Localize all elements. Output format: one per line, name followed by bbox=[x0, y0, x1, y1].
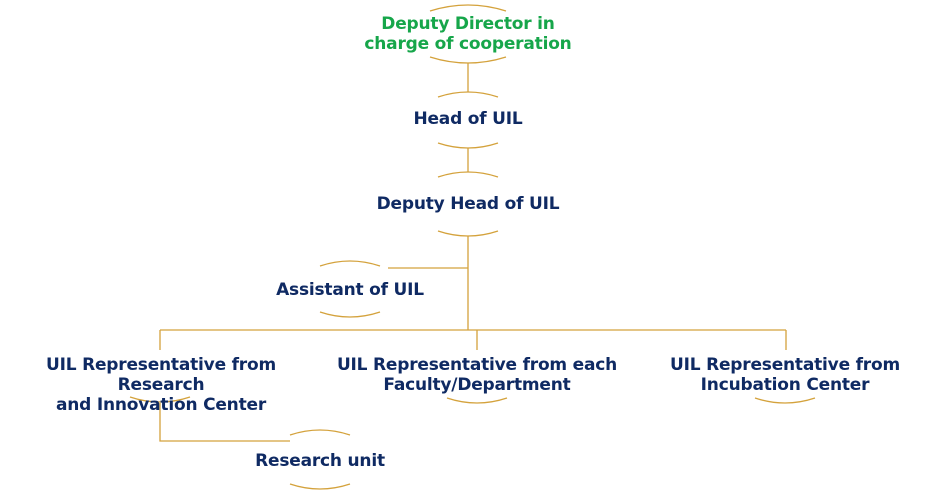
node-bracket bbox=[319, 260, 381, 267]
node-head-of-uil: Head of UIL bbox=[413, 109, 523, 129]
node-bracket bbox=[446, 397, 508, 404]
node-bracket bbox=[429, 4, 507, 12]
node-rep-research-innovation: UIL Representative from Research and Inn… bbox=[46, 355, 276, 415]
node-assistant-of-uil: Assistant of UIL bbox=[276, 280, 424, 300]
node-rep-faculty-department: UIL Representative from each Faculty/Dep… bbox=[336, 355, 618, 395]
node-bracket bbox=[429, 56, 507, 64]
node-deputy-head-of-uil: Deputy Head of UIL bbox=[376, 194, 560, 214]
node-bracket bbox=[129, 396, 191, 403]
node-bracket bbox=[754, 397, 816, 404]
node-bracket bbox=[437, 230, 499, 237]
node-bracket bbox=[437, 171, 499, 178]
node-bracket bbox=[437, 142, 499, 149]
link-research-unit bbox=[159, 403, 290, 442]
node-deputy-director: Deputy Director in charge of cooperation bbox=[364, 14, 572, 54]
node-bracket bbox=[319, 311, 381, 318]
node-bracket bbox=[437, 91, 499, 98]
node-bracket bbox=[289, 483, 351, 490]
node-research-unit: Research unit bbox=[255, 451, 385, 471]
node-rep-incubation-center: UIL Representative from Incubation Cente… bbox=[670, 355, 900, 395]
node-bracket bbox=[289, 429, 351, 436]
